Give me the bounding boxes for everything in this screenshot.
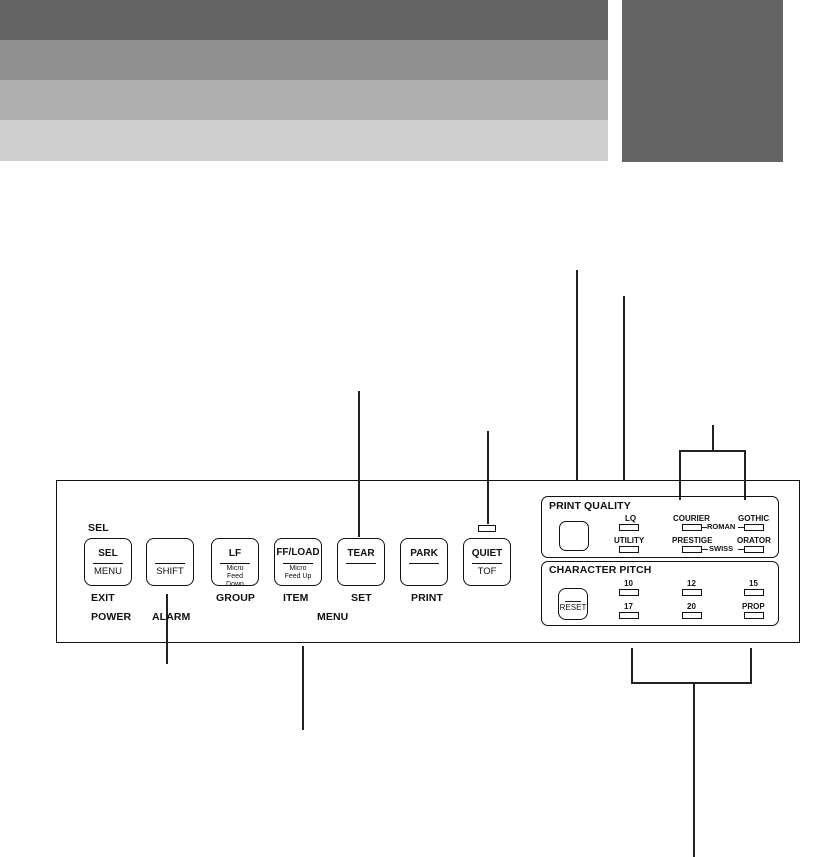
roman-label: ROMAN: [707, 522, 736, 531]
header-side-block: [622, 0, 783, 162]
key-top-label: TEAR: [347, 548, 375, 559]
print-quality-button[interactable]: [559, 521, 589, 551]
leader-line-print-quality-light: [576, 270, 578, 480]
control-panel: [56, 480, 800, 643]
ffload-button[interactable]: FF/LOAD Micro Feed Up: [274, 538, 322, 586]
header-stripe-3: [0, 80, 608, 120]
pitch-15-indicator-light: [744, 589, 764, 596]
lq-indicator-light: [619, 524, 639, 531]
reset-button[interactable]: RESET: [558, 588, 588, 620]
quiet-indicator-light: [478, 525, 496, 532]
orator-indicator-light: [744, 546, 764, 553]
pitch-12-indicator-light: [682, 589, 702, 596]
key-top-label: SEL: [98, 548, 118, 559]
pitch-20-indicator-light: [682, 612, 702, 619]
pitch-prop-label: PROP: [742, 602, 765, 611]
menu-label: MENU: [317, 611, 349, 623]
key-divider: [472, 563, 502, 564]
leader-line-quiet-indicator: [487, 431, 489, 524]
key-divider: [220, 563, 250, 564]
key-divider: [155, 563, 185, 564]
character-pitch-title: CHARACTER PITCH: [549, 564, 652, 576]
quiet-tof-button[interactable]: QUIET TOF: [463, 538, 511, 586]
set-label: SET: [351, 592, 372, 604]
pitch-10-label: 10: [624, 579, 633, 588]
key-bottom-label: TOF: [477, 566, 497, 577]
bracket-fonts-right: [744, 450, 746, 500]
prestige-label: PRESTIGE: [672, 536, 713, 545]
reset-divider: [565, 601, 581, 602]
sel-menu-button[interactable]: SEL MENU: [84, 538, 132, 586]
header-stripe-1: [0, 0, 608, 40]
bracket-pitch-horizontal: [631, 682, 752, 684]
utility-indicator-light: [619, 546, 639, 553]
leader-line-fonts-top: [712, 425, 714, 450]
pitch-20-label: 20: [687, 602, 696, 611]
pitch-17-indicator-light: [619, 612, 639, 619]
bracket-fonts-horizontal: [679, 450, 745, 452]
key-bottom-label: Micro Feed Down: [226, 565, 244, 588]
pitch-10-indicator-light: [619, 589, 639, 596]
key-bottom-label: SHIFT: [156, 566, 184, 577]
orator-label: ORATOR: [737, 536, 771, 545]
lq-label: LQ: [625, 514, 637, 523]
key-bottom-label: MENU: [94, 566, 122, 577]
roman-link-right: [738, 527, 744, 528]
pitch-prop-indicator-light: [744, 612, 764, 619]
key-divider: [283, 563, 313, 564]
gothic-label: GOTHIC: [738, 514, 770, 523]
swiss-link-left: [702, 549, 708, 550]
exit-label: EXIT: [91, 592, 115, 604]
alarm-label: ALARM: [152, 611, 191, 623]
lf-button[interactable]: LF Micro Feed Down: [211, 538, 259, 588]
group-label: GROUP: [216, 592, 256, 604]
courier-label: COURIER: [673, 514, 710, 523]
key-bottom-label: Micro Feed Up: [284, 565, 312, 580]
key-divider: [93, 563, 123, 564]
courier-indicator-light: [682, 524, 702, 531]
reset-label: RESET: [559, 603, 587, 612]
item-label: ITEM: [283, 592, 309, 604]
key-top-label: FF/LOAD: [276, 547, 320, 558]
header-stripe-2: [0, 40, 608, 80]
key-divider: [346, 563, 376, 564]
shift-button[interactable]: SHIFT: [146, 538, 194, 586]
park-button[interactable]: PARK: [400, 538, 448, 586]
power-label: POWER: [91, 611, 132, 623]
tear-button[interactable]: TEAR: [337, 538, 385, 586]
leader-line-tear: [358, 391, 360, 537]
header-stripe-4: [0, 120, 608, 161]
bracket-pitch-left: [631, 648, 633, 682]
roman-link-left: [702, 527, 707, 528]
character-pitch-group: [541, 561, 779, 626]
swiss-link-right: [738, 549, 744, 550]
leader-line-pitch: [693, 682, 695, 857]
leader-line-ffload: [302, 646, 304, 730]
key-divider: [409, 563, 439, 564]
pitch-17-label: 17: [624, 602, 633, 611]
gothic-indicator-light: [744, 524, 764, 531]
key-top-label: PARK: [410, 548, 438, 559]
pitch-12-label: 12: [687, 579, 696, 588]
prestige-indicator-light: [682, 546, 702, 553]
leader-line-shift: [166, 594, 168, 664]
pitch-15-label: 15: [749, 579, 758, 588]
print-label: PRINT: [411, 592, 443, 604]
bracket-fonts-left: [679, 450, 681, 500]
print-quality-group: [541, 496, 779, 558]
utility-label: UTILITY: [614, 536, 645, 545]
sel-upper-label: SEL: [88, 522, 109, 534]
key-top-label: LF: [228, 548, 242, 559]
swiss-label: SWISS: [709, 544, 734, 553]
print-quality-title: PRINT QUALITY: [549, 500, 631, 512]
leader-line-print-quality-button: [623, 296, 625, 480]
key-top-label: QUIET: [471, 548, 503, 559]
bracket-pitch-right: [750, 648, 752, 682]
